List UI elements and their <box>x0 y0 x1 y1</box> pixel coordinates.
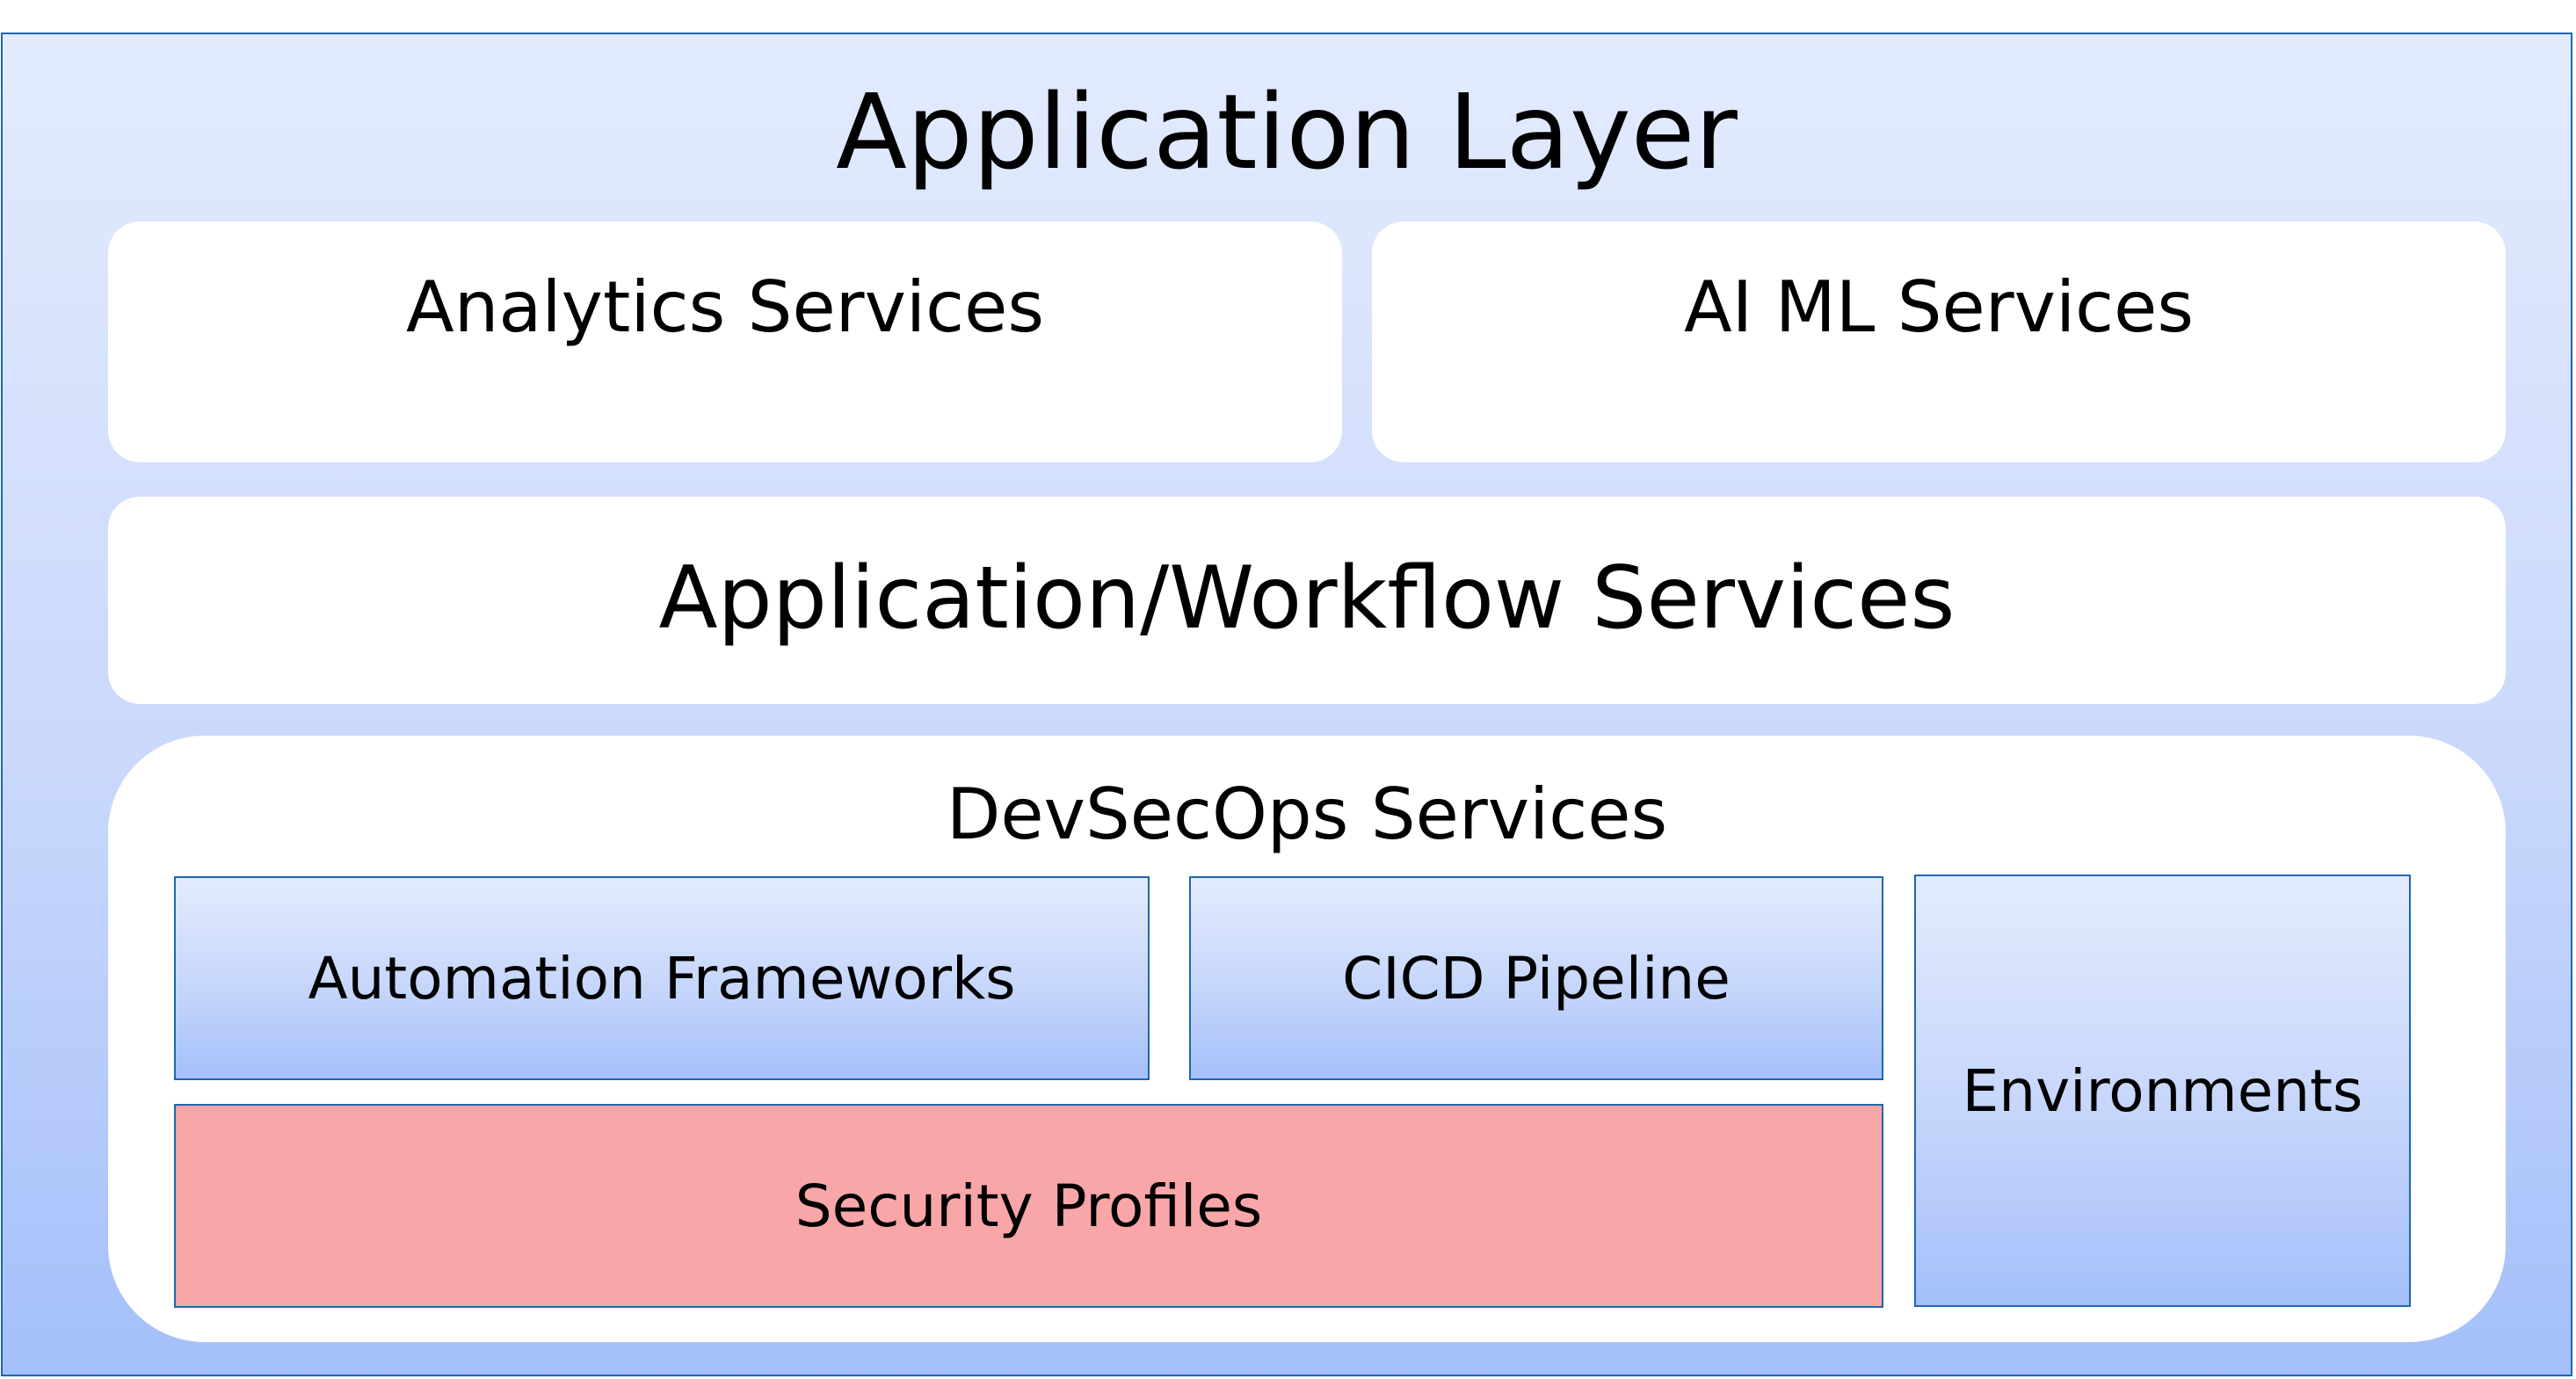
environments-label: Environments <box>1962 1056 2363 1125</box>
cicd-pipeline-label: CICD Pipeline <box>1342 944 1731 1012</box>
environments-box: Environments <box>1914 875 2411 1307</box>
analytics-services-label: Analytics Services <box>405 266 1045 348</box>
cicd-pipeline-box: CICD Pipeline <box>1189 876 1883 1080</box>
workflow-services-card: Application/Workflow Services <box>108 497 2506 704</box>
automation-frameworks-box: Automation Frameworks <box>174 876 1150 1080</box>
ai-ml-services-card: AI ML Services <box>1372 221 2506 462</box>
application-layer-panel: Application Layer Analytics Services AI … <box>1 33 2572 1376</box>
application-layer-title: Application Layer <box>836 71 1738 192</box>
devsecops-services-label: DevSecOps Services <box>946 773 1668 855</box>
workflow-services-label: Application/Workflow Services <box>658 548 1956 649</box>
automation-frameworks-label: Automation Frameworks <box>308 944 1016 1012</box>
security-profiles-box: Security Profiles <box>174 1104 1883 1308</box>
security-profiles-label: Security Profiles <box>795 1172 1263 1240</box>
analytics-services-card: Analytics Services <box>108 221 1342 462</box>
devsecops-services-card: DevSecOps Services Automation Frameworks… <box>108 736 2506 1342</box>
ai-ml-services-label: AI ML Services <box>1683 266 2195 348</box>
